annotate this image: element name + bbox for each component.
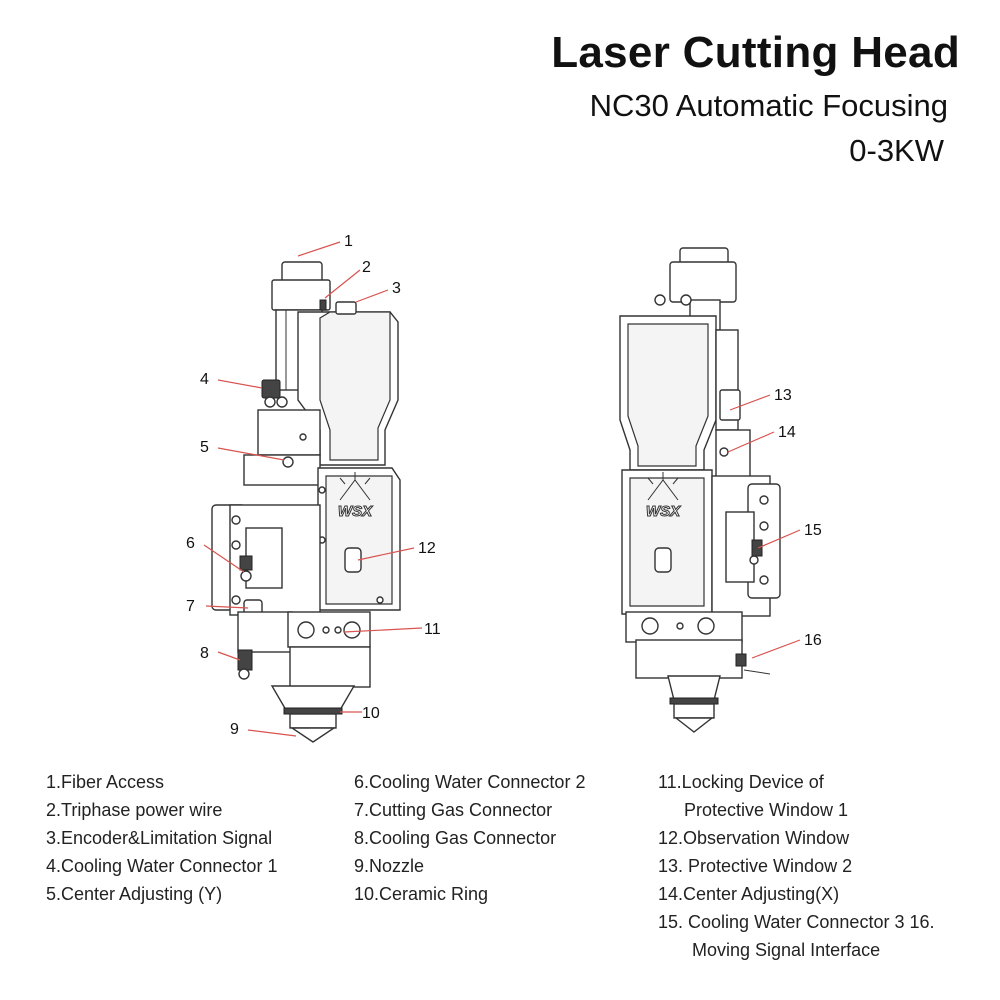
callout-numbers: 1 2 3 4 5 6 7 8 9 10 11 12 13 14 15 16 [186, 233, 822, 738]
callout-5: 5 [200, 439, 209, 456]
callout-7: 7 [186, 598, 195, 615]
power-range: 0-3KW [849, 133, 944, 168]
legend-item: 1.Fiber Access [46, 772, 165, 792]
diagram-title: Laser Cutting Head [551, 28, 960, 77]
left-view: WSX [211, 261, 401, 743]
callout-6: 6 [186, 535, 195, 552]
legend-item: 5.Center Adjusting (Y) [46, 884, 223, 904]
legend-column-2: 6.Cooling Water Connector 2 7.Cutting Ga… [354, 768, 585, 908]
legend-item: 14.Center Adjusting(X) [658, 884, 840, 904]
wsx-logo: WSX [337, 472, 374, 521]
legend-item: 6.Cooling Water Connector 2 [354, 772, 586, 792]
callout-lines [203, 241, 801, 737]
callout-16: 16 [804, 632, 822, 649]
legend-item: 7.Cutting Gas Connector [354, 800, 553, 820]
callout-8: 8 [200, 645, 209, 662]
legend-column-3: 11.Locking Device of Protective Window 1… [658, 768, 935, 964]
legend-item: 12.Observation Window [658, 828, 850, 848]
legend-item: Moving Signal Interface [692, 940, 881, 960]
legend-item: 10.Ceramic Ring [354, 884, 489, 904]
wsx-logo-text: WSX [338, 503, 373, 520]
legend-item: 15. Cooling Water Connector 3 16. [658, 912, 935, 932]
legend-item: 2.Triphase power wire [46, 800, 223, 820]
legend-item: 13. Protective Window 2 [658, 856, 853, 876]
callout-1: 1 [344, 233, 353, 250]
cutting-head-drawings: .o { fill: #fff; stroke: #333; stroke-wi… [186, 233, 822, 743]
wsx-logo-right: WSX [645, 472, 682, 521]
legend-item: 4.Cooling Water Connector 1 [46, 856, 278, 876]
legend-item: Protective Window 1 [684, 800, 849, 820]
wsx-logo-text-right: WSX [646, 503, 681, 520]
legend-column-1: 1.Fiber Access 2.Triphase power wire 3.E… [46, 768, 277, 908]
legend-item: 11.Locking Device of [658, 772, 824, 792]
legend-item: 3.Encoder&Limitation Signal [46, 828, 273, 848]
legend-item: 8.Cooling Gas Connector [354, 828, 557, 848]
right-view: WSX [619, 247, 781, 733]
callout-14: 14 [778, 424, 796, 441]
legend-item: 9.Nozzle [354, 856, 425, 876]
callout-11: 11 [424, 621, 441, 638]
callout-2: 2 [362, 259, 371, 276]
callout-10: 10 [362, 705, 380, 722]
callout-3: 3 [392, 280, 401, 297]
callout-12: 12 [418, 540, 436, 557]
callout-13: 13 [774, 387, 792, 404]
callout-9: 9 [230, 721, 239, 738]
callout-15: 15 [804, 522, 822, 539]
diagram-subtitle: NC30 Automatic Focusing [589, 88, 948, 123]
callout-4: 4 [200, 371, 209, 388]
